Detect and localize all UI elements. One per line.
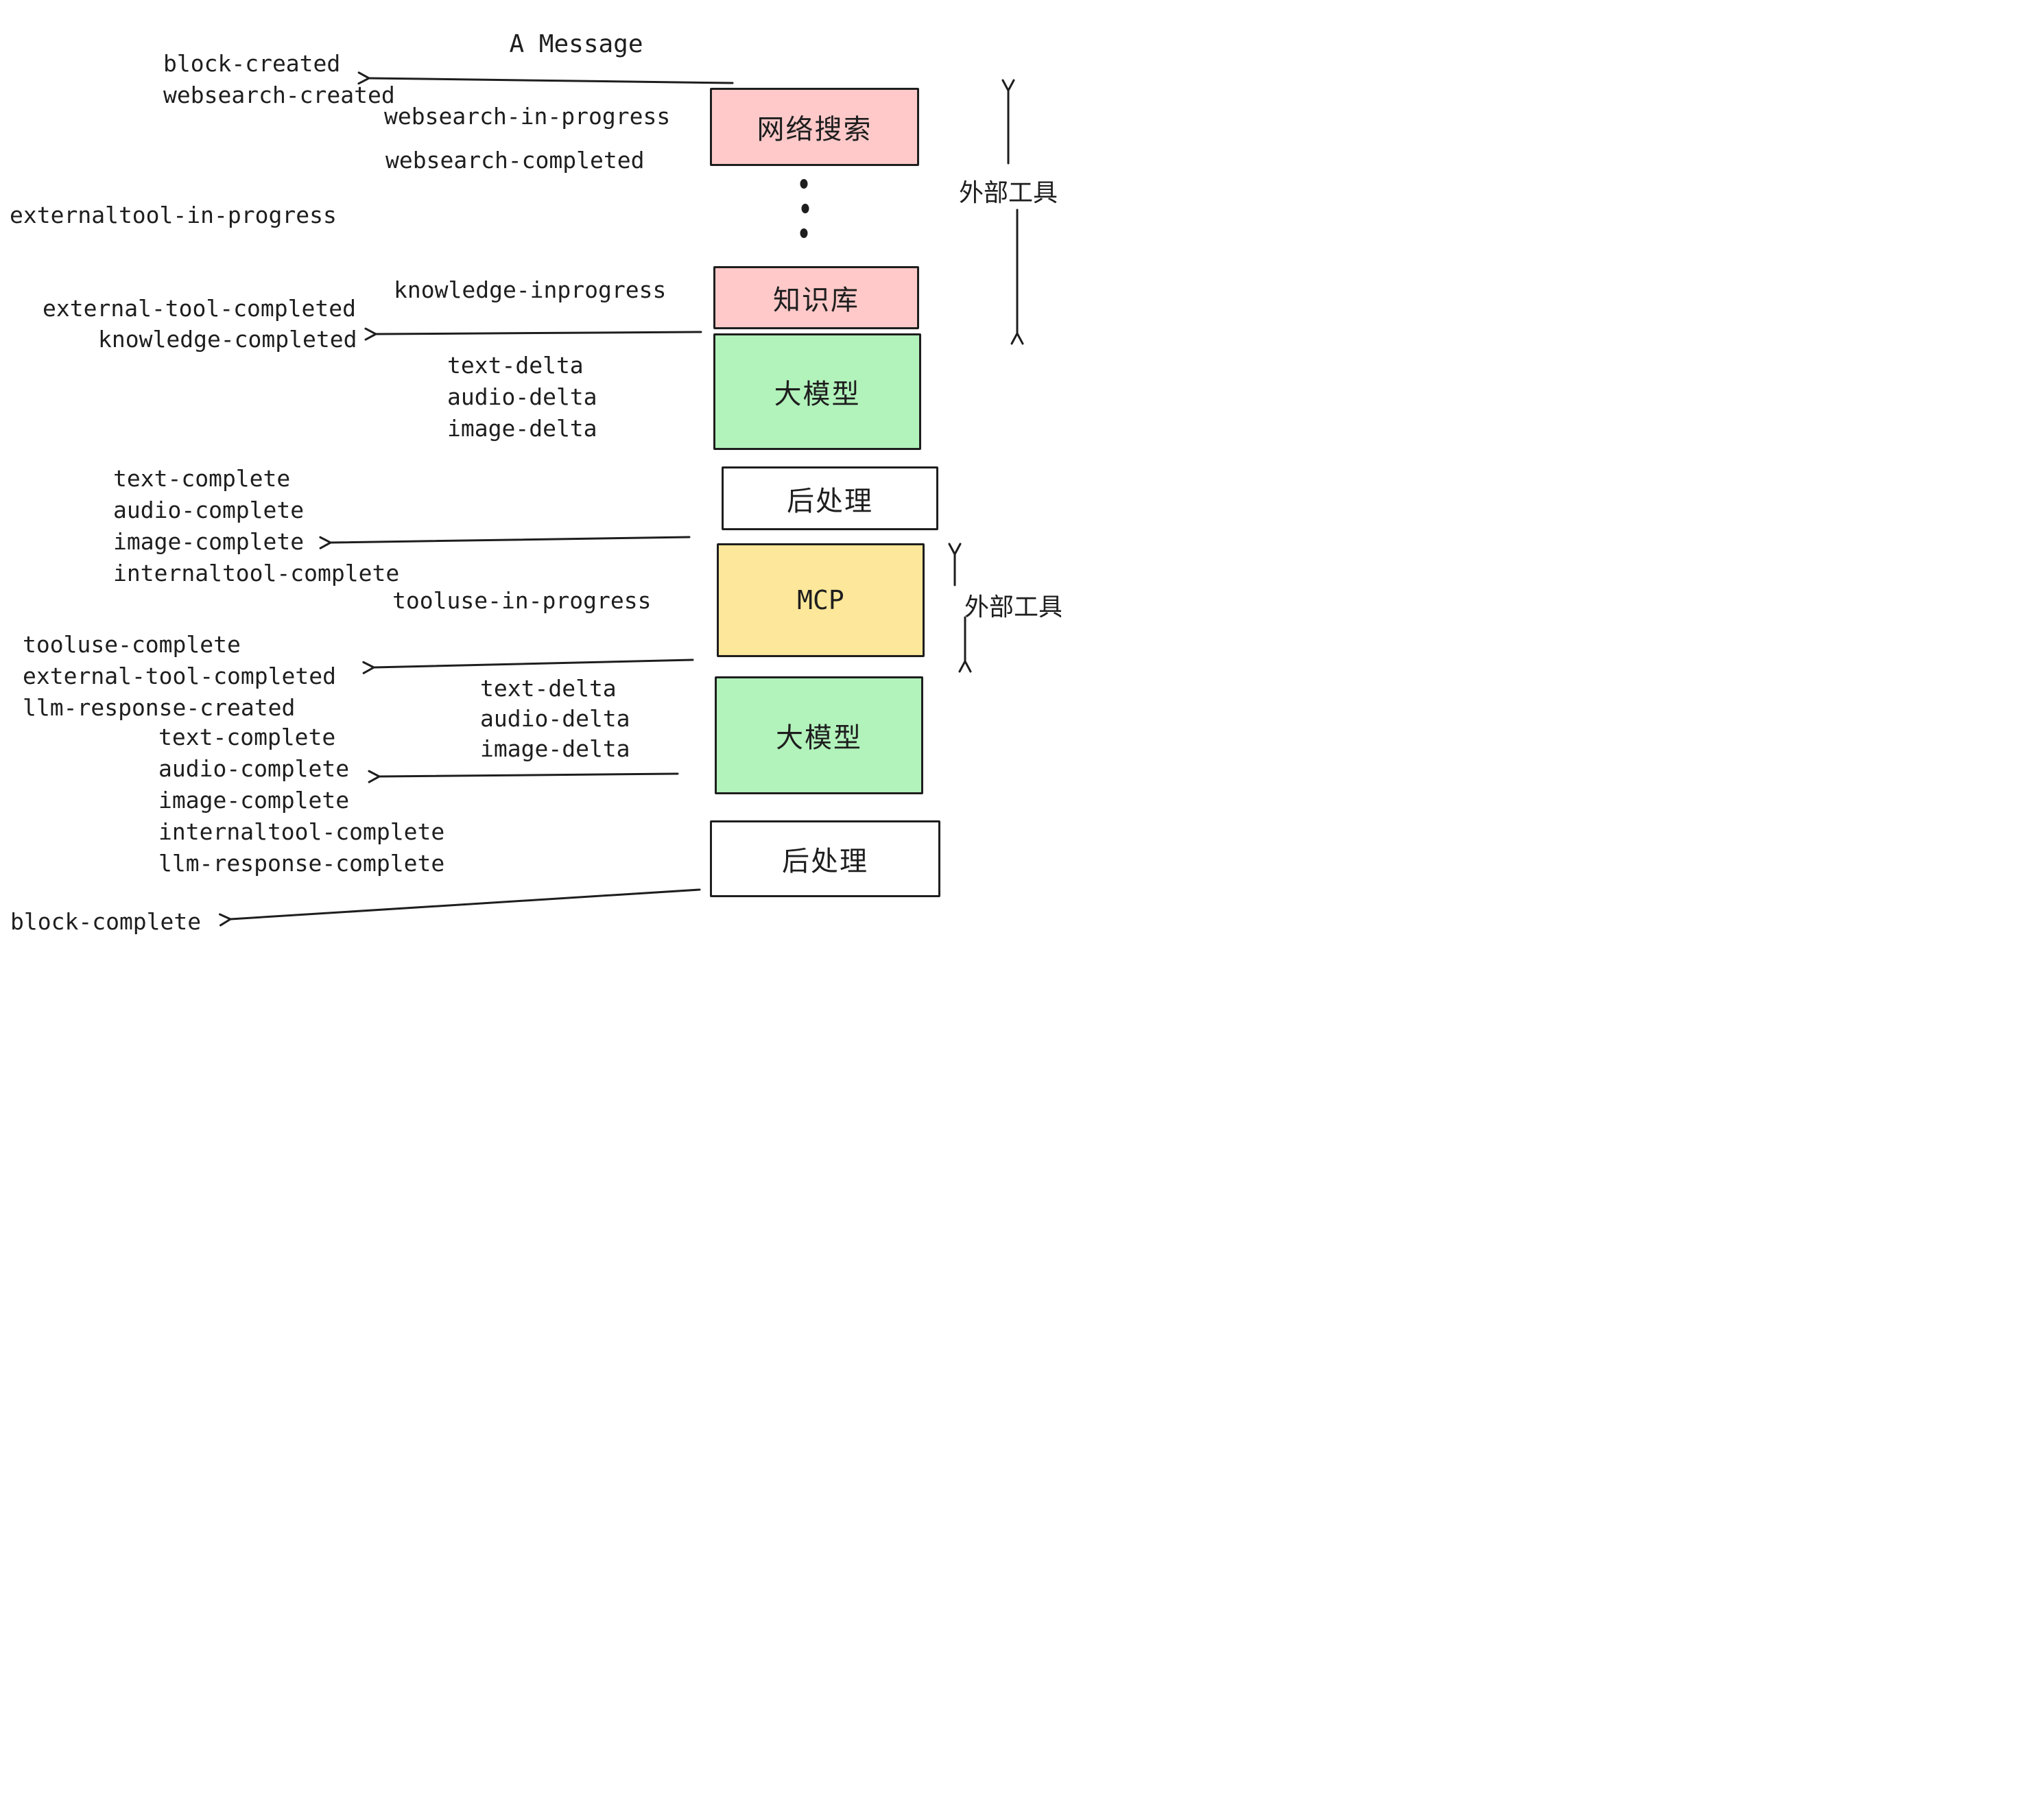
event-external-tool-completed-1: external-tool-completed: [43, 295, 356, 322]
event-text-complete-1: text-complete: [113, 465, 291, 492]
event-tooluse-complete: tooluse-complete: [23, 631, 241, 658]
event-websearch-completed: websearch-completed: [385, 147, 645, 174]
event-text-complete-2: text-complete: [158, 724, 336, 750]
event-image-complete-1: image-complete: [113, 528, 305, 555]
box-llm-2: 大模型: [715, 676, 923, 794]
box-postprocess-1: 后处理: [722, 466, 938, 530]
event-internaltool-complete-2: internaltool-complete: [158, 818, 445, 845]
ellipsis-dots: [800, 179, 809, 238]
box-knowledge-label: 知识库: [773, 285, 859, 316]
event-image-complete-2: image-complete: [158, 787, 350, 814]
arrow-block-complete: [219, 888, 701, 927]
box-postprocess-2-label: 后处理: [782, 846, 868, 877]
event-llm-response-complete: llm-response-complete: [158, 850, 445, 877]
box-knowledge: 知识库: [713, 266, 919, 329]
event-text-delta-1: text-delta: [447, 352, 584, 379]
event-audio-complete-2: audio-complete: [158, 755, 350, 782]
diagram-canvas: A Message block-created websearch-create…: [0, 0, 1061, 936]
event-knowledge-inprogress: knowledge-inprogress: [394, 276, 667, 303]
box-llm-1-label: 大模型: [774, 379, 861, 410]
event-websearch-created: websearch-created: [163, 82, 395, 108]
event-block-created: block-created: [163, 50, 341, 77]
box-mcp-label: MCP: [797, 585, 844, 615]
event-image-delta-2: image-delta: [480, 735, 630, 762]
box-mcp: MCP: [717, 543, 925, 657]
box-llm-1: 大模型: [713, 333, 921, 450]
event-image-delta-1: image-delta: [447, 415, 597, 442]
event-internaltool-complete-1: internaltool-complete: [113, 560, 400, 586]
external-tools-label-bottom: 外部工具: [964, 593, 1061, 621]
event-audio-complete-1: audio-complete: [113, 497, 305, 523]
box-websearch: 网络搜索: [710, 88, 919, 166]
arrow-tooluse-complete: [362, 658, 694, 674]
box-postprocess-1-label: 后处理: [787, 485, 873, 517]
box-postprocess-2: 后处理: [710, 820, 940, 897]
event-tooluse-in-progress: tooluse-in-progress: [392, 587, 652, 614]
event-audio-delta-1: audio-delta: [447, 383, 597, 410]
event-externaltool-in-progress: externaltool-in-progress: [10, 202, 337, 228]
event-audio-delta-2: audio-delta: [480, 705, 630, 732]
arrow-knowledge-completed: [364, 327, 702, 341]
arrow-audio-complete: [368, 770, 679, 783]
box-websearch-label: 网络搜索: [757, 114, 872, 145]
event-websearch-in-progress: websearch-in-progress: [384, 103, 671, 130]
event-text-delta-2: text-delta: [480, 675, 617, 702]
external-tools-label-top: 外部工具: [959, 179, 1058, 207]
event-knowledge-completed: knowledge-completed: [98, 326, 357, 353]
arrow-internal-complete: [319, 536, 691, 549]
arrow-block-websearch-created: [357, 71, 734, 85]
event-block-complete: block-complete: [10, 908, 202, 935]
box-llm-2-label: 大模型: [776, 722, 862, 754]
event-external-tool-completed-2: external-tool-completed: [23, 663, 336, 689]
diagram-title: A Message: [509, 30, 643, 58]
event-llm-response-created: llm-response-created: [23, 694, 296, 721]
